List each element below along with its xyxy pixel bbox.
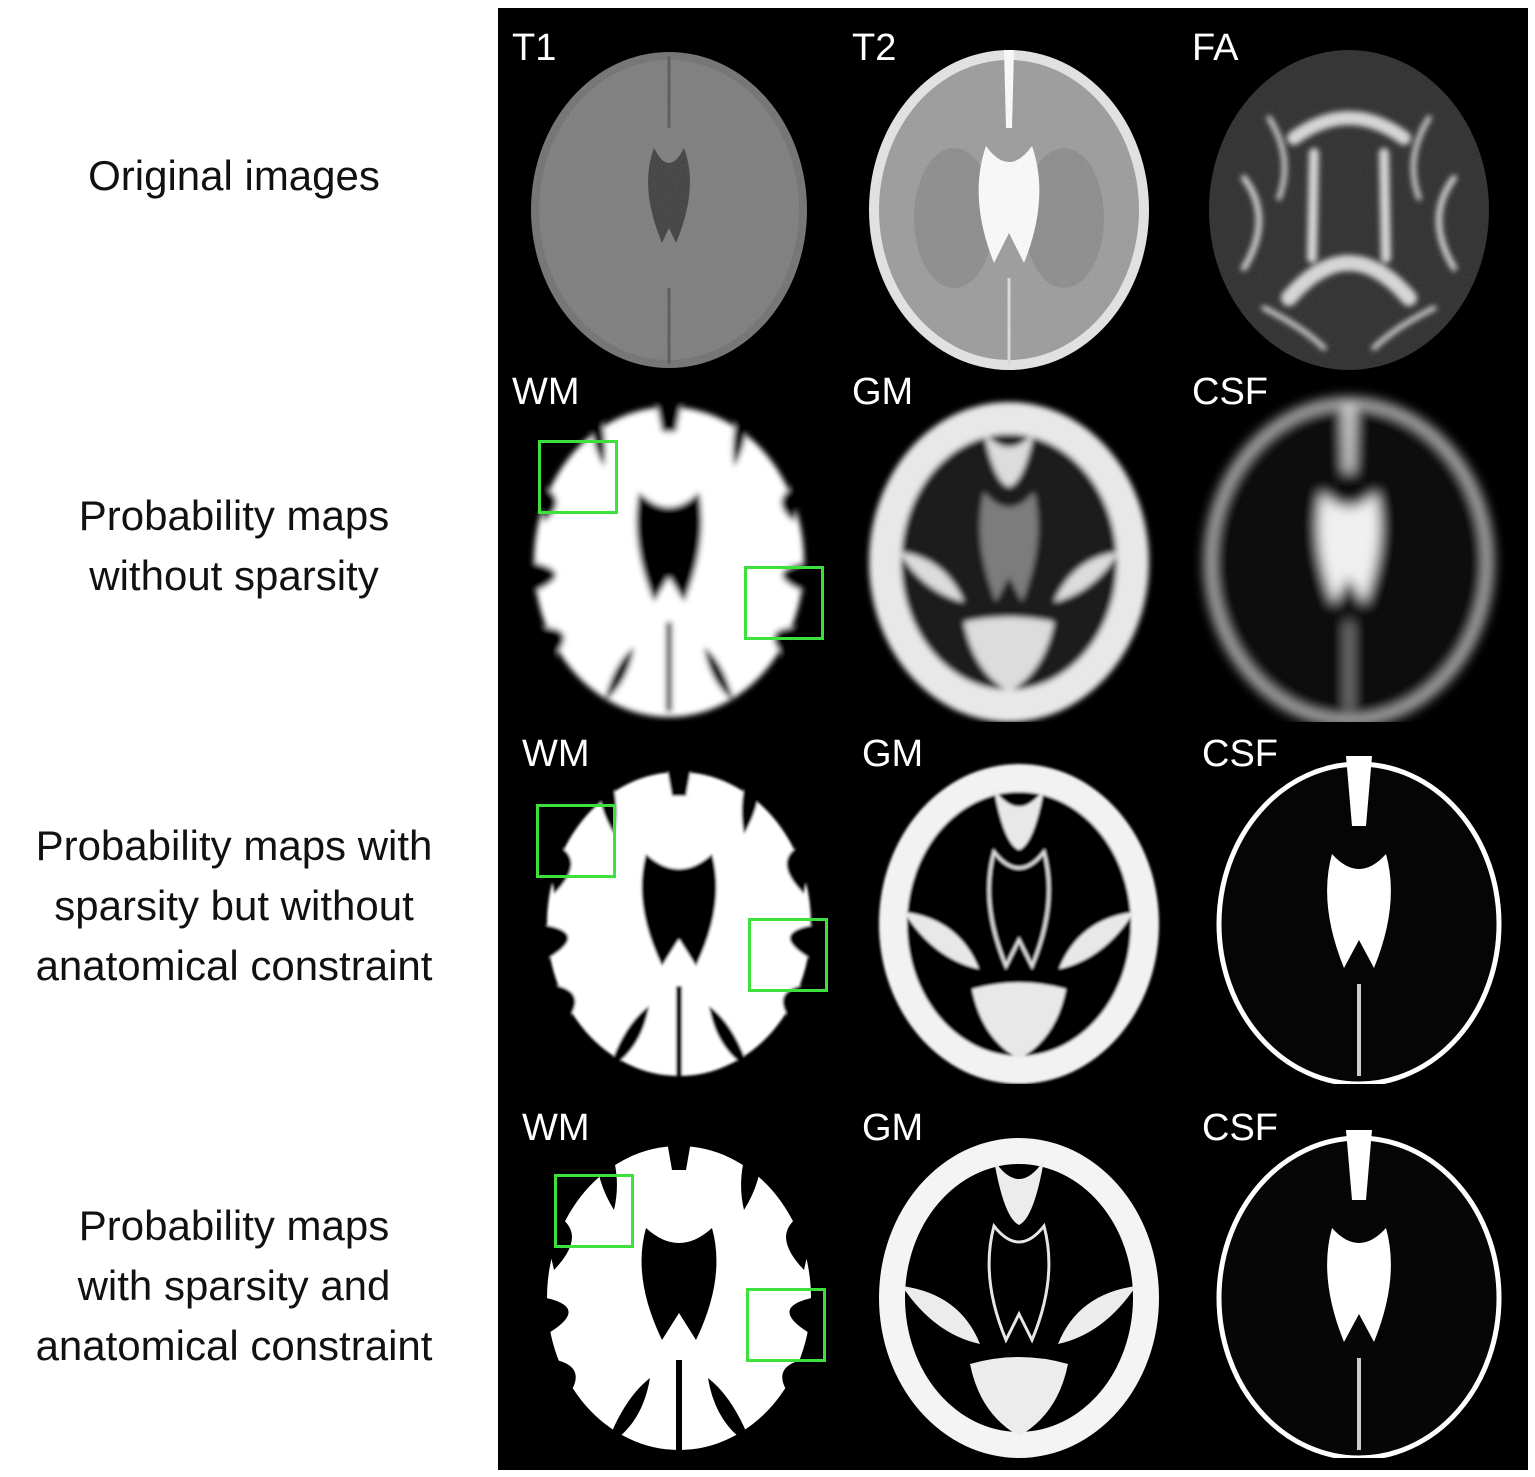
panel-label: T2 — [852, 27, 897, 69]
csf-probability-map — [1216, 756, 1502, 1084]
row-label-line: Probability maps — [78, 492, 390, 539]
wm-probability-map — [539, 752, 819, 1076]
panel-t2: T2 — [844, 27, 1174, 378]
panel-csf-sparsity: CSF — [1194, 733, 1524, 1084]
panel-wm-sparsity-constraint: WM — [514, 1107, 844, 1458]
panel-gm-no-sparsity: GM — [844, 371, 1174, 722]
panel-label: GM — [852, 371, 914, 413]
panel-label: GM — [862, 1107, 924, 1149]
roi-box-upper — [536, 804, 616, 878]
panel-label: T1 — [512, 27, 557, 69]
row-label-line: with sparsity and — [77, 1262, 391, 1309]
row-label-line: Probability maps with — [35, 822, 433, 869]
panel-gm-sparsity-constraint: GM — [854, 1107, 1184, 1458]
panel-csf-sparsity-constraint: CSF — [1194, 1107, 1524, 1458]
figure-panel: T1 T2 FA — [498, 8, 1528, 1470]
row-label-line: sparsity but without — [54, 882, 414, 929]
row-label-line: anatomical constraint — [35, 942, 433, 989]
row-label-sparsity-no-constraint: Probability maps with sparsity but witho… — [0, 816, 468, 996]
roi-box-lower — [744, 566, 824, 640]
panel-label: WM — [512, 371, 580, 413]
row-label-line: anatomical constraint — [35, 1322, 433, 1369]
panel-gm-sparsity: GM — [854, 733, 1184, 1084]
row-label-line: Original images — [88, 152, 380, 199]
panel-t1: T1 — [504, 27, 834, 378]
panel-label: FA — [1192, 27, 1239, 69]
row-label-sparsity-constraint: Probability maps with sparsity and anato… — [0, 1196, 468, 1376]
row-label-original: Original images — [0, 146, 468, 206]
gm-probability-map — [869, 402, 1149, 722]
row-label-line: Probability maps — [78, 1202, 390, 1249]
roi-box-lower — [746, 1288, 826, 1362]
roi-box-upper — [554, 1174, 634, 1248]
panel-label: GM — [862, 733, 924, 775]
csf-probability-map — [1205, 398, 1493, 722]
csf-probability-map — [1216, 1130, 1502, 1458]
wm-probability-map — [536, 1124, 822, 1452]
t2-brain-image — [869, 50, 1149, 370]
wm-probability-map — [532, 392, 806, 717]
panel-label: CSF — [1202, 1107, 1278, 1149]
panel-wm-sparsity: WM — [514, 733, 844, 1084]
gm-probability-map — [879, 764, 1159, 1084]
t1-brain-image — [531, 52, 807, 368]
panel-wm-no-sparsity: WM — [504, 371, 834, 722]
roi-box-lower — [748, 918, 828, 992]
panel-label: WM — [522, 733, 590, 775]
panel-label: CSF — [1192, 371, 1268, 413]
panel-csf-no-sparsity: CSF — [1184, 371, 1514, 722]
row-label-no-sparsity: Probability maps without sparsity — [0, 486, 468, 606]
gm-probability-map — [879, 1138, 1159, 1458]
panel-fa: FA — [1184, 27, 1514, 378]
fa-brain-image — [1209, 50, 1489, 370]
row-label-line: without sparsity — [89, 552, 379, 599]
panel-label: CSF — [1202, 733, 1278, 775]
panel-label: WM — [522, 1107, 590, 1149]
roi-box-upper — [538, 440, 618, 514]
